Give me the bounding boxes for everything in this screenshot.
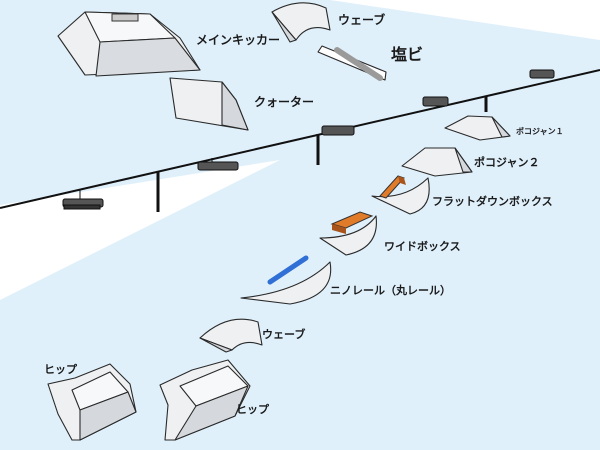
label-wave-bottom: ウェーブ [262, 327, 305, 341]
wide-box [319, 211, 377, 256]
chairlift-chair-icon [197, 158, 239, 171]
chairlift-chair-icon [422, 96, 449, 107]
label-shiobi: 塩ビ [391, 45, 423, 64]
two-rail [240, 255, 332, 305]
chairlift-chair-icon [321, 125, 355, 136]
label-quarter: クォーター [254, 95, 314, 109]
label-hip-right: ヒップ [236, 402, 270, 416]
label-hip-left: ヒップ [44, 362, 78, 376]
label-wave-top: ウェーブ [338, 12, 385, 27]
quarter-pipe [169, 77, 249, 131]
wave-top [271, 2, 331, 43]
upper-right-white-snow [330, 0, 600, 40]
flat-down-box [371, 175, 430, 215]
wave-bottom [199, 318, 263, 353]
hip-left [47, 363, 137, 441]
pvc-pipe [317, 45, 387, 81]
label-wide-box: ワイドボックス [384, 239, 461, 253]
chairlift-chair-icon [529, 69, 555, 79]
lift-cable [0, 69, 600, 209]
pogo-jump-2 [401, 147, 473, 177]
label-two-rail: ニノレール（丸レール） [330, 283, 451, 297]
label-flat-down-box: フラットダウンボックス [432, 194, 553, 208]
label-pogo-2: ポコジャン２ [474, 155, 539, 169]
label-pogo-1: ポコジャン１ [516, 126, 564, 136]
lift-towers [156, 96, 488, 212]
chairlift-chair-icon [62, 189, 104, 210]
label-main-kicker: メインキッカー [196, 33, 280, 47]
pogo-jump-1 [444, 115, 511, 141]
left-white-snow [0, 160, 280, 300]
main-kicker [57, 11, 201, 77]
lift-chairs [62, 69, 555, 210]
hip-right [159, 359, 251, 441]
